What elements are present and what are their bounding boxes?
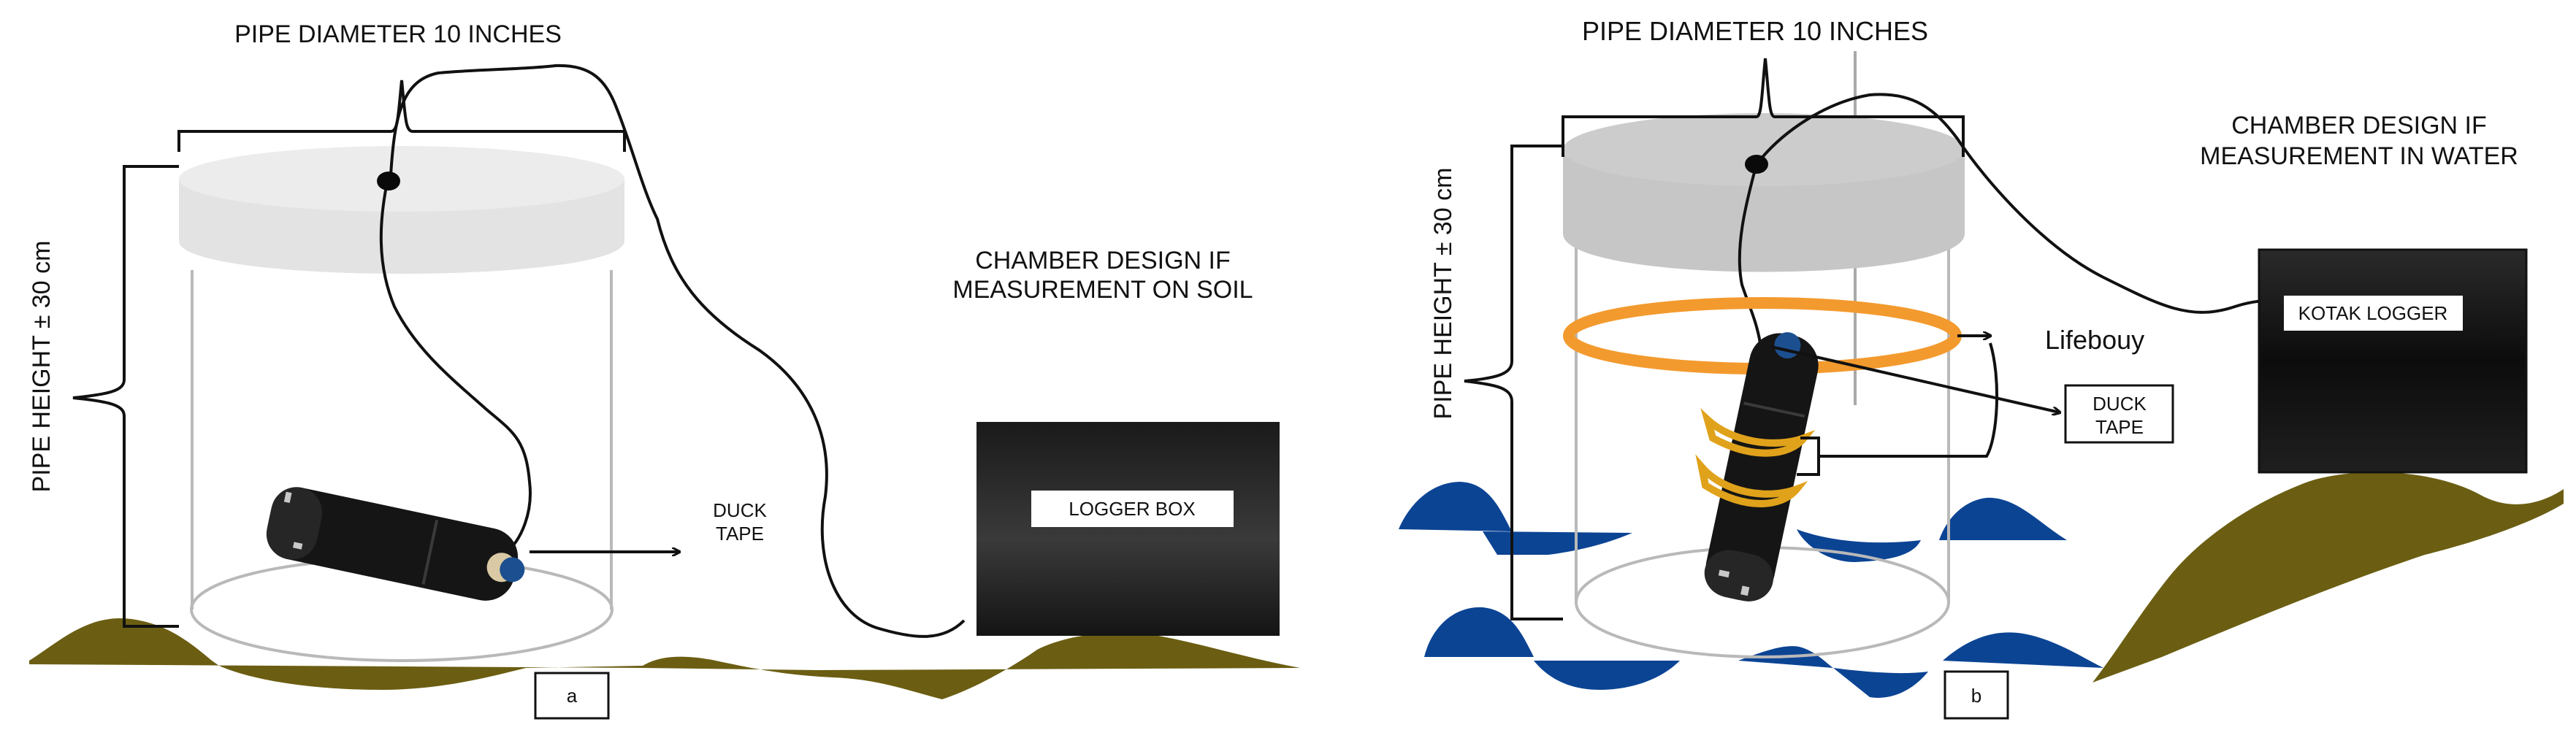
logger-box-label-frame	[1031, 491, 1234, 527]
kotak-logger-label-frame	[2284, 296, 2463, 331]
lifebouy-label: Lifebouy	[2045, 325, 2144, 355]
diameter-bracket	[177, 80, 626, 152]
logger-cable	[389, 64, 966, 638]
riverbank	[2092, 472, 2564, 683]
sensor-device	[266, 487, 525, 601]
diameter-bracket-b	[1562, 58, 1965, 157]
soil-ground	[29, 618, 1300, 699]
panel-b-chamber-design-line2: MEASUREMENT IN WATER	[2200, 142, 2518, 170]
panel-a-duck-tape-line2: TAPE	[716, 523, 764, 545]
tape-band-lower	[1695, 454, 1808, 507]
logger-box-label: LOGGER BOX	[1069, 498, 1195, 520]
panel-a-chamber-design-line2: MEASUREMENT ON SOIL	[952, 276, 1253, 304]
kotak-logger-label: KOTAK LOGGER	[2298, 302, 2448, 324]
cable-node-b	[1745, 155, 1768, 174]
panel-b-diameter-label: PIPE DIAMETER 10 INCHES	[1582, 16, 1928, 46]
duck-tape-arrow-b	[1770, 345, 2060, 412]
panel-b-duck-tape-line1: DUCK	[2092, 393, 2147, 415]
sensor-cable	[379, 182, 532, 556]
panel-b-label-box	[1944, 670, 2009, 720]
panel-b-duck-tape-line2: TAPE	[2095, 416, 2144, 438]
panel-a-label: a	[567, 685, 578, 707]
cable-node	[377, 172, 400, 191]
duck-tape-box-b	[2064, 384, 2174, 444]
logger-box	[976, 422, 1280, 636]
panel-a-height-label: PIPE HEIGHT ± 30 cm	[28, 241, 56, 493]
water-surface	[1399, 482, 2103, 698]
panel-a-duck-tape-line1: DUCK	[713, 499, 767, 521]
panel-a: LOGGER BOX PIPE DIAMETER 10 INCHES PIPE …	[28, 20, 1300, 720]
height-bracket-b	[1464, 145, 1563, 620]
kotak-logger-box	[2258, 248, 2528, 474]
tape-connector	[1797, 342, 1999, 476]
panel-b-chamber-design-line1: CHAMBER DESIGN IF	[2231, 112, 2486, 139]
height-bracket	[72, 165, 179, 628]
panel-a-diameter-label: PIPE DIAMETER 10 INCHES	[234, 20, 562, 48]
panel-b: DUCK TAPE KOTAK LOGGER PIPE DIAMETER 10 …	[1399, 16, 2564, 720]
panel-b-height-label: PIPE HEIGHT ± 30 cm	[1429, 168, 1457, 420]
panel-a-chamber-design-line1: CHAMBER DESIGN IF	[975, 247, 1230, 274]
sensor-cable-b	[1738, 164, 1762, 344]
panel-a-label-box	[534, 672, 610, 720]
panel-b-label: b	[1971, 685, 1981, 707]
logger-cable-b	[1755, 93, 2339, 323]
